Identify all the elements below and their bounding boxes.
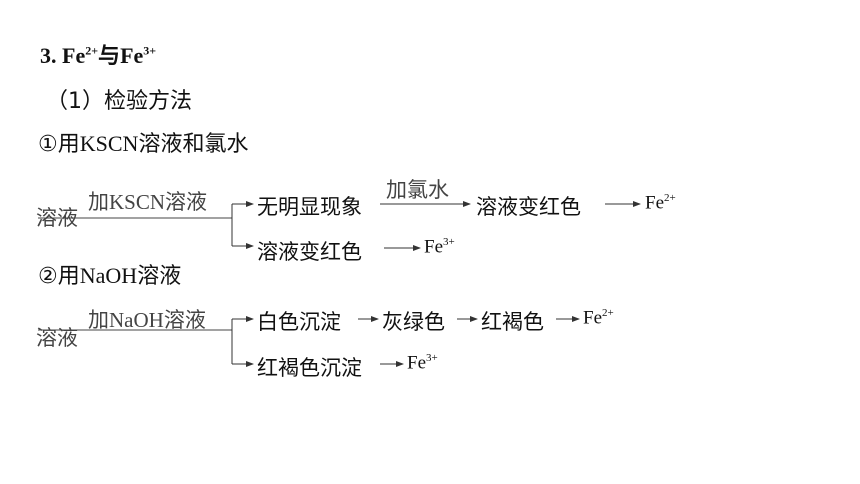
fe3-symbol: Fe [120,43,144,68]
flow2-fe3-ion: Fe3+ [407,352,438,374]
method2-marker: ② [38,264,58,289]
method1-prefix: 用 [57,132,80,157]
method2-title: ②用NaOH溶液 [38,258,181,290]
section-number: 3. [40,43,57,68]
flow2-reagent-cn: 溶液 [163,308,206,332]
flow2-fe2-symbol: Fe [583,307,602,329]
flow2-fe2-charge: 2+ [602,307,614,319]
method2-reagent: NaOH [79,263,138,288]
flow1-result-top: 溶液变红色 [476,195,581,219]
flow1-reagent-latin: 加KSCN [88,190,166,214]
flow2-step3: 红褐色 [481,310,544,334]
flow2-result-bottom: 红褐色沉淀 [257,356,362,380]
fe3-charge: 3+ [143,43,157,58]
flow1-fe3-ion: Fe3+ [424,236,455,258]
flow1-reagent-label: 加KSCN溶液 [88,186,207,216]
flow2-fe3-charge: 3+ [426,352,438,364]
flow1-chlorine-label: 加氯水 [386,178,449,202]
flow1-result-bottom: 溶液变红色 [257,240,362,264]
flow2-fe2-ion: Fe2+ [583,307,614,329]
flow1-start-label: 溶液 [36,206,78,230]
conjunction: 与 [98,43,121,68]
flow2-fe3-symbol: Fe [407,352,426,374]
flow1-fe2-symbol: Fe [645,192,664,214]
flow1-fe2-charge: 2+ [664,192,676,204]
method1-suffix: 溶液和氯水 [138,132,249,157]
method1-title: ①用KSCN溶液和氯水 [38,126,248,158]
flow1-fe3-charge: 3+ [443,236,455,248]
method1-marker: ① [38,132,58,157]
flow1-fe2-ion: Fe2+ [645,192,676,214]
flow2-step2: 灰绿色 [382,310,445,334]
flow2-start-label: 溶液 [36,326,78,350]
subheading: （1）检验方法 [46,89,192,114]
flow1-observation: 无明显现象 [257,195,362,219]
fe2-symbol: Fe [62,43,86,68]
flow1-reagent-cn: 溶液 [165,190,208,214]
flow2-step1: 白色沉淀 [257,310,341,334]
flow2-reagent-label: 加NaOH溶液 [88,304,206,334]
method2-suffix: 溶液 [137,264,182,289]
flow2-reagent-latin: 加NaOH [88,308,164,332]
fe2-charge: 2+ [85,43,99,58]
flow1-fe3-symbol: Fe [424,236,443,258]
method2-prefix: 用 [57,264,80,289]
section-title: 3. Fe2+与Fe3+ [40,38,156,70]
method1-reagent: KSCN [79,131,139,156]
